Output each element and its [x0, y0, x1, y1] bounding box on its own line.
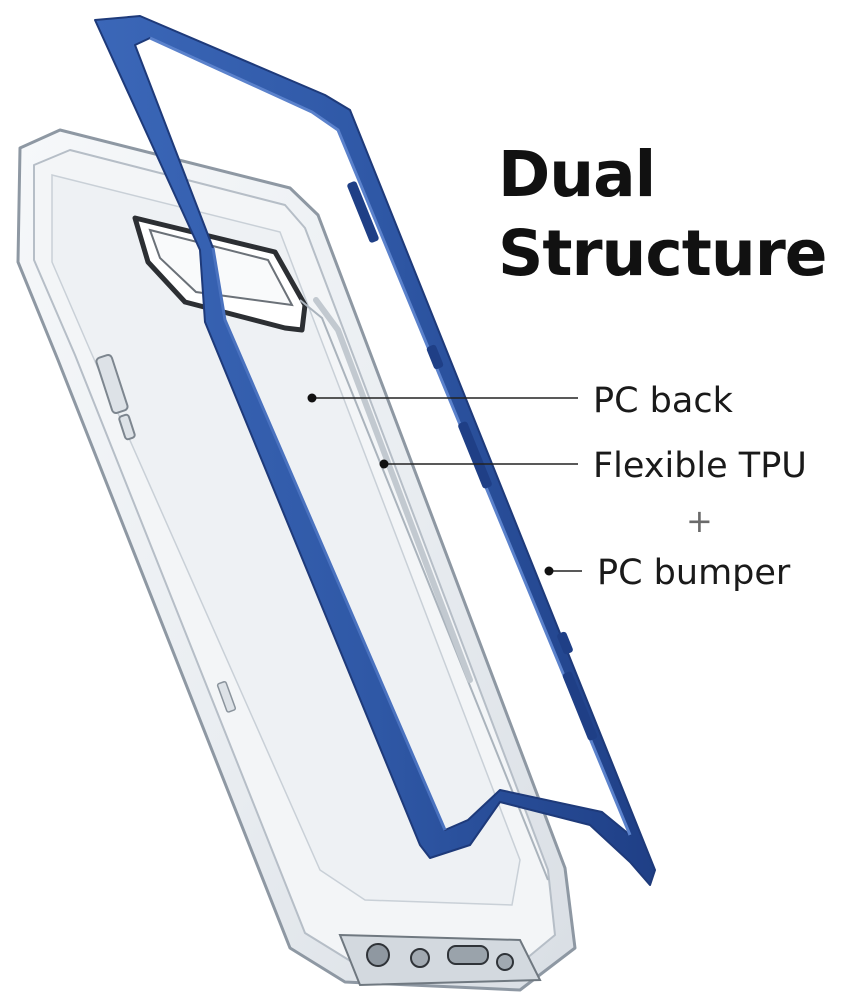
- headline-line-2: Structure: [498, 217, 828, 290]
- camera-cutout: [132, 215, 308, 333]
- side-buttons: [95, 353, 237, 713]
- callout-leaders: [307, 393, 582, 576]
- callout-pc-back: PC back: [593, 381, 733, 421]
- headline-line-1: Dual: [498, 138, 656, 211]
- clear-case-shell: [16, 128, 577, 992]
- plus-icon: +: [686, 502, 713, 540]
- bottom-ports: [338, 933, 542, 987]
- callout-pc-bumper: PC bumper: [597, 553, 791, 593]
- blue-bumper-frame: [94, 15, 656, 886]
- callout-flexible-tpu: Flexible TPU: [593, 446, 807, 486]
